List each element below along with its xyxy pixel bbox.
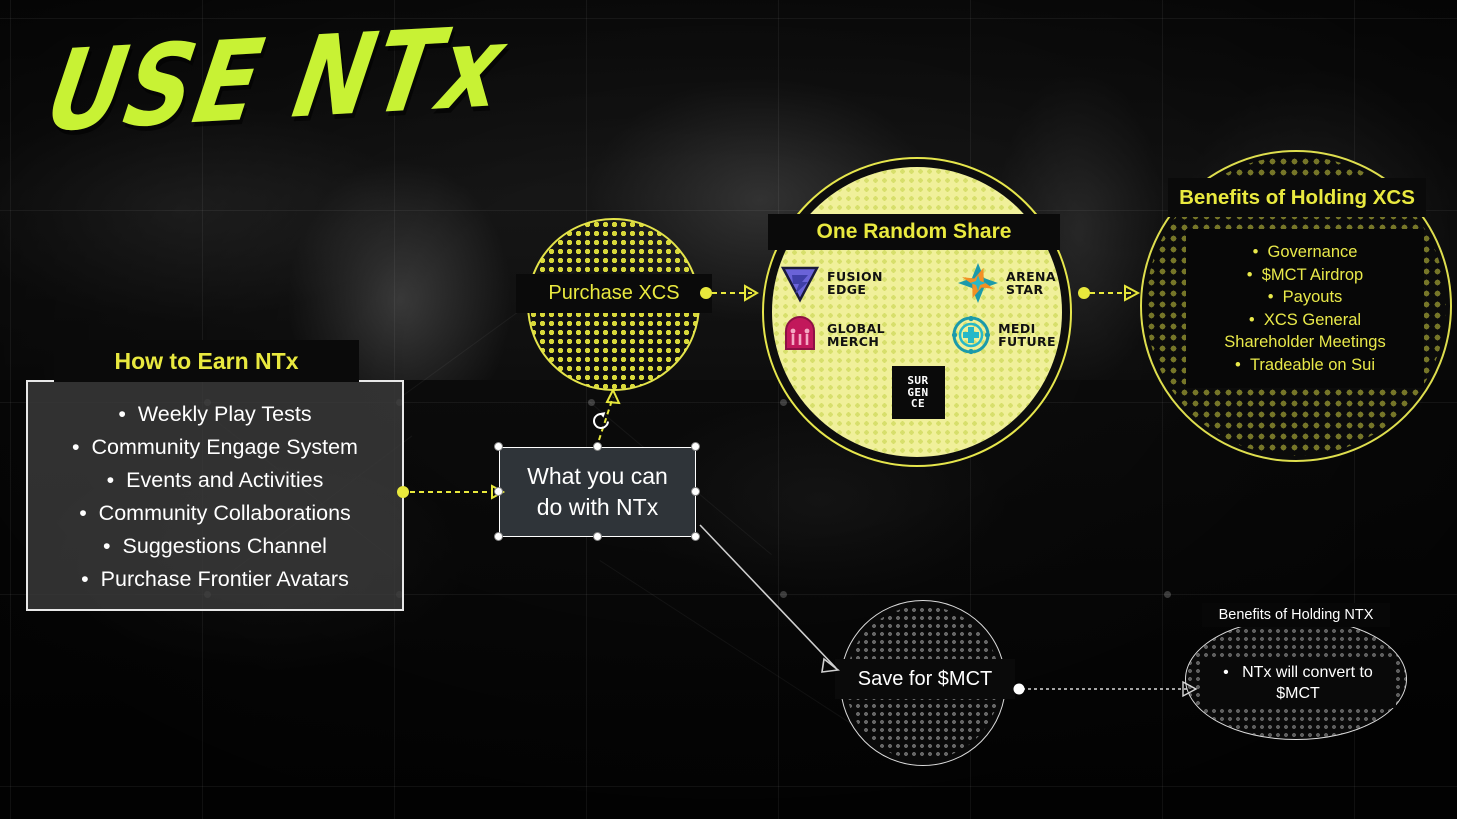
logo-line-2: EDGE (827, 282, 867, 297)
list-item: Tradeable on Sui (1235, 354, 1375, 377)
resize-handle-top-left[interactable] (494, 442, 503, 451)
logo-line-1: SUR (907, 374, 929, 388)
list-item: Events and Activities (72, 464, 358, 497)
earn-list: Weekly Play Tests Community Engage Syste… (72, 398, 358, 596)
grid-node (1164, 591, 1171, 598)
list-item: XCS General (1249, 309, 1361, 332)
benefits-xcs-heading: Benefits of Holding XCS (1168, 178, 1426, 217)
logo-line-1: GLOBAL (827, 320, 885, 336)
logo-global-merch[interactable]: GLOBAL MERCH (780, 315, 885, 355)
logo-line-1: MEDI (998, 320, 1036, 336)
save-for-mct-label: Save for $MCT (835, 659, 1015, 699)
list-item: Purchase Frontier Avatars (72, 563, 358, 596)
fusion-edge-icon (780, 266, 820, 303)
one-random-share-label: One Random Share (768, 214, 1060, 250)
resize-handle-middle-right[interactable] (691, 487, 700, 496)
list-item: Weekly Play Tests (72, 398, 358, 431)
what-you-can-do-box[interactable]: What you can do with NTx (499, 447, 696, 537)
list-item: Community Collaborations (72, 497, 358, 530)
logo-line-2: STAR (1006, 282, 1044, 297)
partner-logo-grid: FUSION EDGE ARENA STAR (780, 262, 1056, 452)
global-merch-text: GLOBAL MERCH (827, 320, 885, 349)
list-item: Community Engage System (72, 431, 358, 464)
page-title: USE NTx (38, 1, 515, 158)
resize-handle-top-center[interactable] (593, 442, 602, 451)
benefits-xcs-list: Governance $MCT Airdrop Payouts XCS Gene… (1186, 229, 1424, 388)
logo-line-2: GEN (907, 385, 929, 399)
logo-line-1: FUSION (827, 268, 883, 284)
list-item: Governance (1253, 241, 1358, 264)
earn-list-box[interactable]: Weekly Play Tests Community Engage Syste… (26, 380, 404, 611)
logo-line-3: CE (910, 397, 926, 411)
fusion-edge-text: FUSION EDGE (827, 268, 883, 297)
medi-future-text: MEDI FUTURE (998, 320, 1056, 349)
global-merch-icon (785, 316, 815, 350)
what-you-can-do-text: What you can do with NTx (527, 461, 668, 523)
logo-surgence[interactable]: SUR GEN CE (891, 366, 945, 419)
grid-node (780, 591, 787, 598)
list-item: NTx will convert to $MCT (1200, 662, 1396, 704)
grid-node (780, 399, 787, 406)
logo-arena-star[interactable]: ARENA STAR (957, 262, 1056, 304)
resize-handle-bottom-left[interactable] (494, 532, 503, 541)
list-item: Payouts (1268, 286, 1343, 309)
earn-heading: How to Earn NTx (54, 340, 359, 382)
logo-line-2: MERCH (827, 334, 880, 349)
benefits-ntx-heading: Benefits of Holding NTX (1202, 603, 1390, 627)
list-item: Suggestions Channel (72, 530, 358, 563)
benefits-ntx-list: NTx will convert to $MCT (1200, 658, 1396, 708)
grid-node (588, 399, 595, 406)
medi-future-icon (951, 315, 991, 355)
logo-line-2: FUTURE (998, 334, 1056, 349)
resize-handle-middle-left[interactable] (494, 487, 503, 496)
list-item: $MCT Airdrop (1247, 264, 1363, 287)
resize-handle-bottom-center[interactable] (593, 532, 602, 541)
resize-handle-bottom-right[interactable] (691, 532, 700, 541)
resize-handle-top-right[interactable] (691, 442, 700, 451)
box-line-1: What you can (527, 463, 668, 489)
arena-star-text: ARENA STAR (1006, 268, 1056, 297)
logo-medi-future[interactable]: MEDI FUTURE (951, 315, 1056, 355)
list-item: Shareholder Meetings (1224, 333, 1386, 351)
arena-star-icon (958, 263, 999, 303)
logo-line-1: ARENA (1006, 268, 1056, 284)
purchase-xcs-label: Purchase XCS (516, 274, 712, 313)
box-line-2: do with NTx (536, 494, 659, 520)
logo-fusion-edge[interactable]: FUSION EDGE (780, 262, 883, 304)
